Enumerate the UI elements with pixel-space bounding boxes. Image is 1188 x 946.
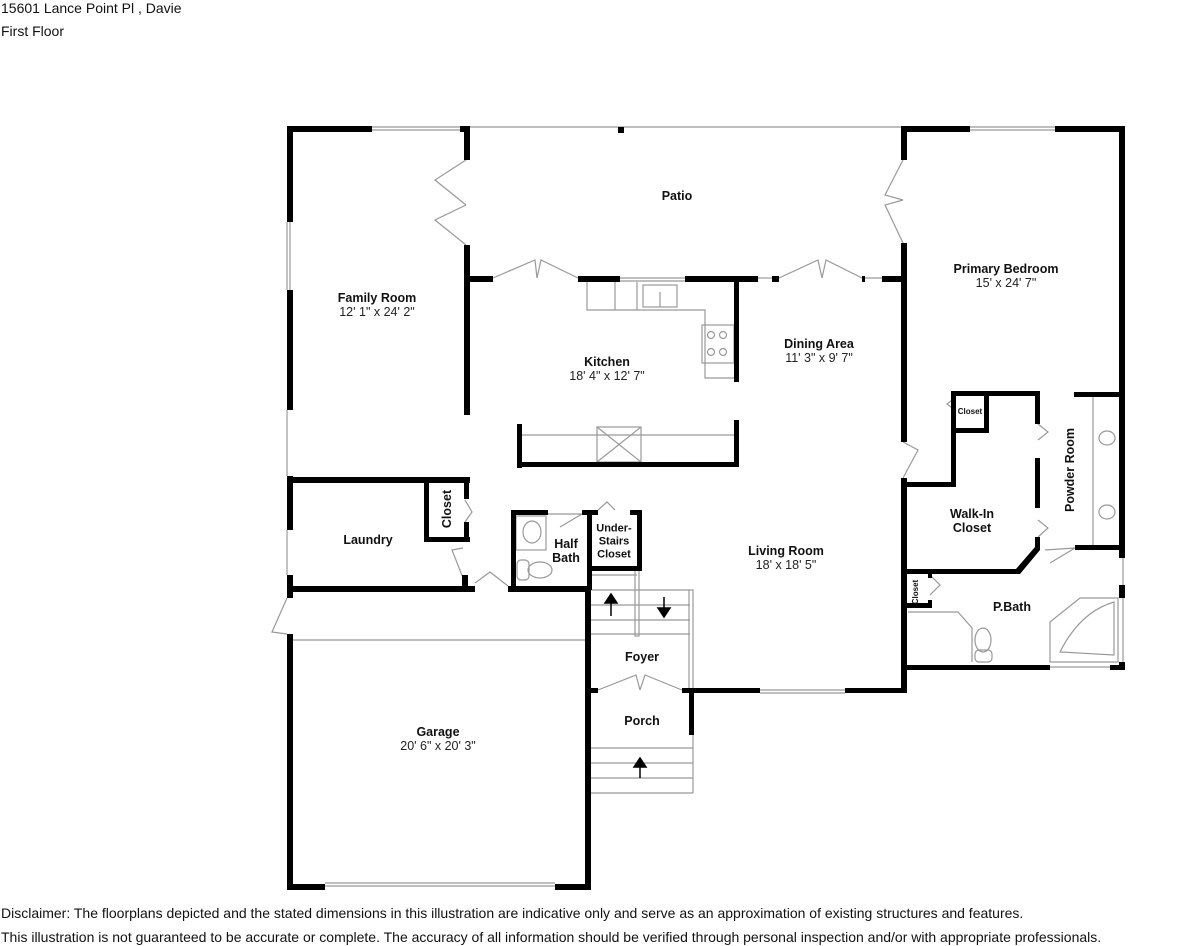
room-name: Laundry — [343, 533, 393, 547]
room-dimensions: 12' 1" x 24' 2" — [339, 305, 415, 319]
room-p-bath: P.Bath — [993, 600, 1031, 614]
room-kitchen: Kitchen 18' 4" x 12' 7" — [569, 355, 645, 383]
address-title: 15601 Lance Point Pl , Davie — [1, 0, 182, 16]
room-family-room: Family Room 12' 1" x 24' 2" — [338, 291, 417, 319]
room-porch: Porch — [624, 714, 659, 728]
floor-label: First Floor — [1, 23, 64, 39]
room-dimensions: 15' x 24' 7" — [975, 276, 1037, 290]
room-name: Dining Area — [784, 337, 854, 351]
room-closet-pbath: Closet — [909, 580, 923, 604]
room-dimensions: 11' 3" x 9' 7" — [785, 351, 853, 365]
room-name: Living Room — [748, 544, 824, 558]
room-name-line1: Under- — [596, 522, 632, 535]
room-name: Powder Room — [1063, 427, 1077, 513]
room-under-stairs-closet: Under- Stairs Closet — [596, 523, 631, 562]
room-dimensions: 18' x 18' 5" — [755, 558, 817, 572]
room-dimensions: 20' 6" x 20' 3" — [400, 739, 476, 753]
room-dimensions: 18' 4" x 12' 7" — [569, 369, 645, 383]
room-primary-bedroom: Primary Bedroom 15' x 24' 7" — [954, 262, 1059, 290]
room-powder-room: Powder Room — [1063, 428, 1077, 512]
walls — [287, 126, 1125, 890]
room-name-line1: Half — [554, 537, 578, 551]
room-half-bath: Half Bath — [552, 537, 580, 565]
room-name: Garage — [416, 725, 460, 739]
room-dining-area: Dining Area 11' 3" x 9' 7" — [784, 337, 854, 365]
room-name-line2: Stairs — [598, 535, 630, 548]
room-name-line3: Closet — [597, 548, 631, 561]
room-name: P.Bath — [993, 600, 1031, 614]
room-closet-primary: Closet — [958, 405, 982, 419]
room-living-room: Living Room 18' x 18' 5" — [748, 544, 824, 572]
room-name: Porch — [624, 714, 660, 728]
room-name-line1: Walk-In — [950, 507, 994, 521]
room-closet-laundry: Closet — [440, 490, 454, 528]
window-lines — [271, 126, 1124, 887]
room-name: Family Room — [337, 291, 417, 305]
room-name: Patio — [661, 189, 693, 203]
room-name-line2: Closet — [952, 521, 992, 535]
disclaimer-line-1: Disclaimer: The floorplans depicted and … — [1, 905, 1024, 921]
room-walk-in-closet: Walk-In Closet — [950, 507, 994, 535]
room-name: Closet — [440, 489, 454, 529]
room-name-line2: Bath — [552, 551, 580, 565]
room-patio: Patio — [662, 189, 693, 203]
room-name: Closet — [911, 579, 920, 605]
room-name: Primary Bedroom — [953, 262, 1059, 276]
room-name: Foyer — [624, 650, 660, 664]
room-name: Closet — [957, 407, 983, 416]
room-garage: Garage 20' 6" x 20' 3" — [400, 725, 476, 753]
room-laundry: Laundry — [343, 533, 392, 547]
disclaimer-line-2: This illustration is not guaranteed to b… — [1, 929, 1102, 945]
stair-arrows — [603, 592, 672, 778]
room-foyer: Foyer — [625, 650, 659, 664]
room-name: Kitchen — [584, 355, 630, 369]
